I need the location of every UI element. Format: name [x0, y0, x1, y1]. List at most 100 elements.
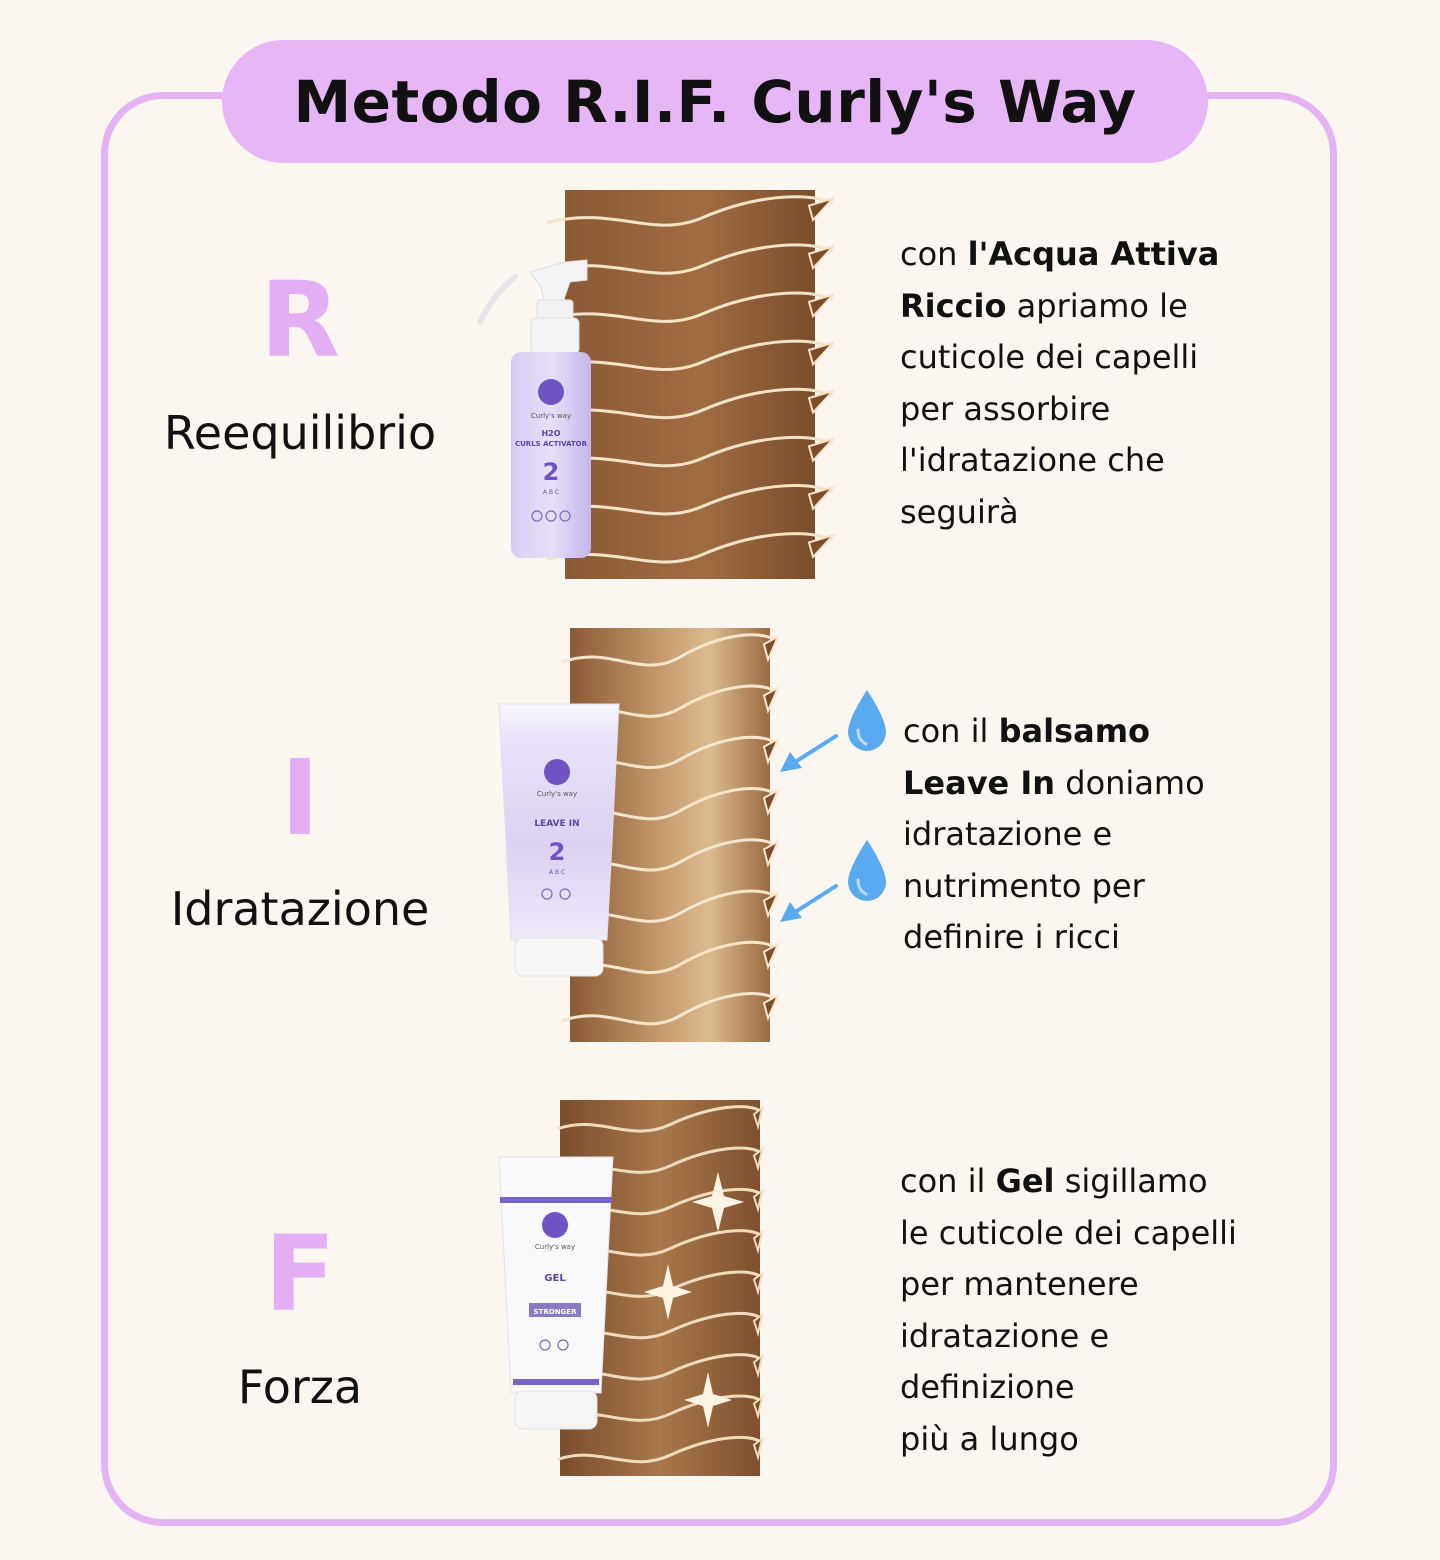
description-text: l'idratazione che: [900, 441, 1165, 479]
cuticle-flap: [807, 196, 835, 223]
description-text: apriamo le: [1006, 286, 1188, 325]
product-brand: Curly's way: [535, 1243, 575, 1251]
description-text: definizione: [900, 1368, 1075, 1406]
description-text: doniamo: [1055, 763, 1205, 802]
cuticle-flap: [762, 788, 781, 817]
cuticle-flap: [762, 890, 781, 919]
cuticle-line: [546, 387, 834, 420]
cuticle-flap: [762, 685, 781, 714]
cuticle-line: [561, 633, 779, 667]
cuticle-line: [546, 291, 834, 323]
gel-tube-product: Curly's way GEL STRONGER: [498, 1156, 614, 1430]
description-text: con il: [903, 712, 999, 750]
cuticle-flap: [752, 1312, 764, 1338]
water-drop-icon: [848, 840, 886, 901]
cuticle-flap: [807, 244, 835, 271]
cuticle-line: [546, 532, 834, 564]
cuticle-line: [546, 484, 834, 516]
description-text: idratazione e: [900, 1316, 1110, 1355]
description-line: cuticole dei capelli: [900, 332, 1219, 384]
description-line: idratazione e: [900, 1311, 1237, 1363]
description-text: con il: [900, 1162, 996, 1200]
product-badge: STRONGER: [534, 1308, 578, 1316]
cuticle-line: [546, 435, 834, 468]
description-bold: l'Acqua Attiva: [967, 235, 1220, 273]
product-sub: A B C: [549, 869, 565, 876]
description-line: per mantenere: [900, 1259, 1237, 1311]
product-number: 2: [549, 838, 566, 866]
description-line: Leave In doniamo: [903, 758, 1205, 810]
page-title: Metodo R.I.F. Curly's Way: [293, 67, 1137, 136]
cuticle-flap: [752, 1229, 764, 1255]
description-line: seguirà: [900, 487, 1219, 539]
description-text: per assorbire: [900, 389, 1111, 428]
description-line: definizione: [900, 1362, 1237, 1414]
cuticle-line: [546, 195, 834, 227]
description-line: per assorbire: [900, 384, 1219, 436]
cuticle-flap: [752, 1146, 764, 1172]
description-text: con: [900, 235, 968, 273]
description-line: definire i ricci: [903, 912, 1205, 964]
description-text: nutrimento per: [903, 866, 1145, 905]
description-line: l'idratazione che: [900, 435, 1219, 487]
description-text: le cuticole dei capelli: [900, 1213, 1237, 1252]
description-line: con l'Acqua Attiva: [900, 229, 1219, 281]
description-line: Riccio apriamo le: [900, 281, 1219, 333]
description-text: seguirà: [900, 492, 1019, 531]
cuticle-line: [546, 339, 834, 372]
cuticle-flap: [762, 634, 781, 663]
description-line: nutrimento per: [903, 861, 1205, 913]
step-letter-i: I: [280, 737, 320, 859]
water-drop-icon: [848, 690, 886, 751]
description-text: definire i ricci: [903, 918, 1120, 956]
cuticle-flap: [807, 485, 835, 511]
step-name-forza: Forza: [237, 1360, 363, 1414]
description-line: idratazione e: [903, 809, 1205, 861]
description-bold: balsamo: [998, 712, 1151, 750]
description-line: le cuticole dei capelli: [900, 1208, 1237, 1260]
description-bold: Leave In: [903, 763, 1056, 802]
description-line: più a lungo: [900, 1414, 1237, 1466]
cuticle-flap: [807, 533, 835, 559]
product-number: 2: [543, 458, 560, 486]
step-letter-f: F: [264, 1213, 336, 1335]
cuticle-flap: [762, 736, 781, 766]
step-name-idratazione: Idratazione: [170, 882, 430, 936]
description-bold: Riccio: [900, 286, 1007, 325]
cuticle-flap: [752, 1188, 764, 1214]
spray-bottle-product: Curly's way H2O CURLS ACTIVATOR 2 A B C: [477, 259, 591, 558]
step-description-f: con il Gel sigillamo le cuticole dei cape…: [900, 1156, 1237, 1465]
description-line: con il Gel sigillamo: [900, 1156, 1237, 1208]
cuticle-flap: [807, 389, 835, 415]
description-line: con il balsamo: [903, 706, 1205, 758]
description-text: per mantenere: [900, 1265, 1139, 1303]
description-text: più a lungo: [900, 1419, 1079, 1458]
cuticle-flap: [807, 293, 835, 319]
cuticle-flap: [807, 341, 835, 367]
cuticle-flap: [752, 1436, 764, 1462]
cuticle-flap: [752, 1270, 764, 1296]
cuticle-flap: [752, 1353, 764, 1379]
cuticle-flap: [807, 437, 835, 463]
cuticle-flap: [762, 993, 781, 1022]
cuticle-line: [546, 243, 834, 275]
title-pill: Metodo R.I.F. Curly's Way: [222, 40, 1208, 163]
arrow-icon: [780, 884, 838, 922]
brand-logo-icon: [538, 379, 564, 405]
cuticle-flap: [762, 839, 781, 868]
hair-shaft: [565, 190, 815, 579]
product-brand: Curly's way: [537, 790, 577, 798]
brand-logo-icon: [542, 1212, 568, 1238]
cuticle-flap: [752, 1394, 764, 1420]
sparkle-icon: [644, 1172, 744, 1428]
product-line-1: LEAVE IN: [534, 819, 579, 829]
product-line-1: GEL: [544, 1273, 566, 1284]
cuticle-flap: [762, 941, 781, 971]
cuticle-line: [557, 1105, 763, 1133]
hair-strand-open-cuticles: [546, 190, 835, 579]
description-text: cuticole dei capelli: [900, 338, 1199, 376]
cuticle-line: [561, 992, 779, 1026]
brand-logo-icon: [544, 759, 570, 785]
